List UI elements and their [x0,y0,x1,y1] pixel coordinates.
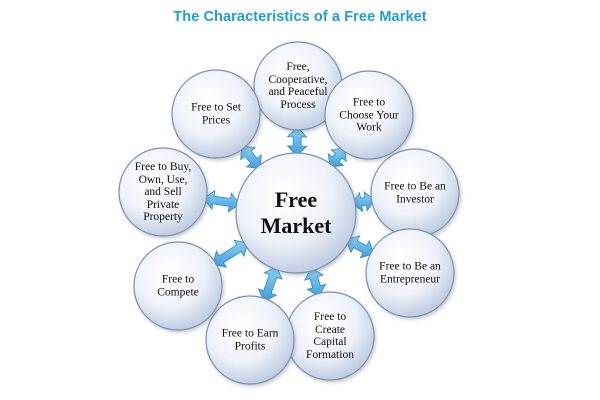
label-line: Free, [286,61,310,73]
label-line: Entrepreneur [379,273,441,285]
label-line: Work [356,121,382,134]
label-line: Prices [201,114,231,126]
label-line: Private [146,198,180,211]
arrows-layer [202,126,376,303]
circle-set-prices [171,69,261,159]
label-line: Cooperative, [268,73,328,86]
diagram-title: The Characteristics of a Free Market [173,9,427,25]
label-line: Free to Earn [221,327,279,340]
arrow-private-property [202,189,241,213]
label-line: Capital [313,336,347,348]
label-line: Free to Be an [379,260,441,273]
label-line: Create [314,323,345,336]
label-line: Process [280,98,316,111]
circle-private-property [118,147,208,237]
arrow-set-prices [240,145,262,170]
label-line: Own, Use, [138,173,188,186]
circle-earn-profits [205,295,295,385]
label-line: Formation [306,348,354,361]
label-line: Market [260,213,332,238]
label-line: and Sell [144,185,182,198]
circle-entrepreneur [365,228,455,318]
label-line: Free to Buy, [134,160,192,173]
label-line: Compete [157,286,199,298]
label-line: Free to [352,96,386,109]
arrow-compete [212,239,248,268]
label-line: Free to Set [191,101,241,114]
label-line: Property [143,210,183,223]
arrow-earn-profits [257,266,283,303]
center-circle [235,152,357,274]
label-line: Profits [234,340,266,352]
label-line: Free to [313,311,347,323]
arrow-cooperative [286,126,308,157]
label-line: Investor [396,193,434,205]
label-line: and Peaceful [268,86,328,98]
circle-choose-work [324,70,414,160]
label-line: Free [274,187,318,212]
circles-layer [118,41,460,385]
circle-compete [133,241,223,331]
label-line: Free to Be an [384,180,446,193]
label-line: Choose Your [339,108,399,121]
label-line: Free to [161,273,195,286]
